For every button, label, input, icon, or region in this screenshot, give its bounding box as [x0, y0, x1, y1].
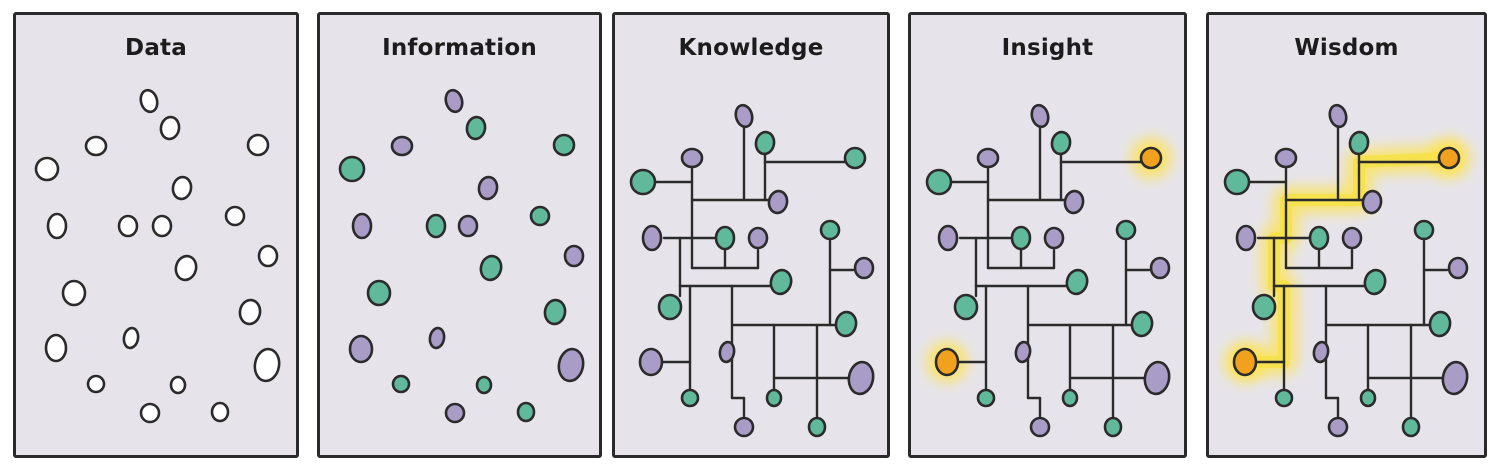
- panel-title-wisdom: Wisdom: [1294, 35, 1399, 61]
- panel-insight: Insight: [908, 12, 1187, 458]
- panel-title-information: Information: [382, 35, 537, 61]
- panel-information: Information: [317, 12, 602, 458]
- panel-data: Data: [13, 12, 299, 458]
- panel-knowledge: Knowledge: [612, 12, 890, 458]
- panel-title-knowledge: Knowledge: [678, 35, 824, 61]
- panel-title-insight: Insight: [1001, 35, 1094, 61]
- panel-title-data: Data: [125, 35, 187, 61]
- panel-wisdom: Wisdom: [1206, 12, 1487, 458]
